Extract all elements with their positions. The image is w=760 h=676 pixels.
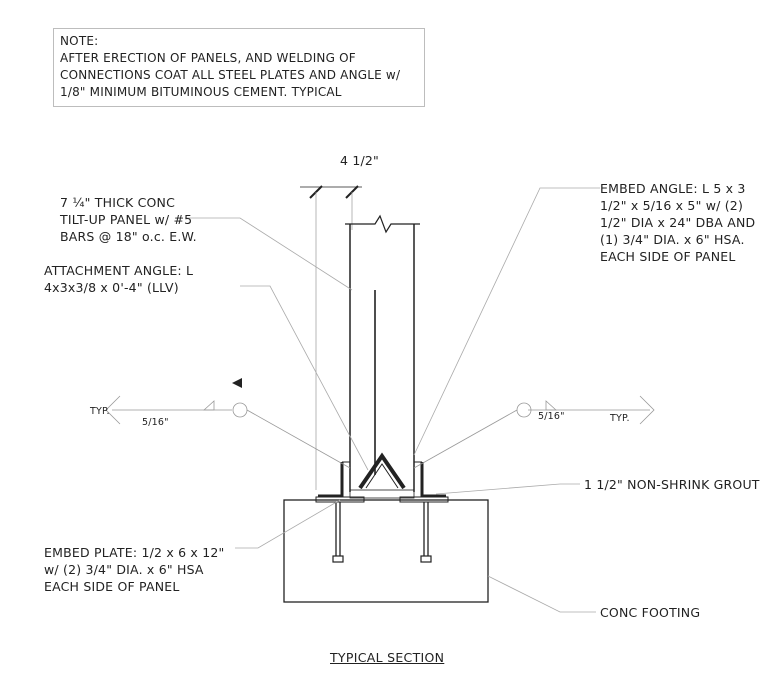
embed-plate-label-line: EACH SIDE OF PANEL — [44, 579, 180, 594]
panel-label-line: TILT-UP PANEL w/ #5 — [60, 212, 193, 227]
note-line: CONNECTIONS COAT ALL STEEL PLATES AND AN… — [60, 68, 401, 82]
weld-tail-left — [105, 395, 121, 425]
embed-angle-label-line: EMBED ANGLE: L 5 x 3 — [600, 181, 746, 196]
leader-panel — [185, 217, 353, 291]
weld-size-left: 5/16" — [142, 417, 169, 428]
embed-plate-label-line: EMBED PLATE: 1/2 x 6 x 12" — [44, 545, 225, 560]
conc-footing — [283, 499, 489, 603]
attachment-angle — [358, 452, 406, 490]
weld-typ-right: TYP. — [610, 413, 630, 424]
footing-label: CONC FOOTING — [600, 605, 701, 620]
grout-bed — [349, 489, 415, 499]
embed-angle-label-line: 1/2" DIA x 24" DBA AND — [600, 215, 756, 230]
grout-label: 1 1/2" NON-SHRINK GROUT — [584, 477, 760, 492]
break-line — [345, 214, 420, 234]
leader-embed-plate — [235, 499, 341, 549]
panel-label-line: BARS @ 18" o.c. E.W. — [60, 229, 197, 244]
weld-all-around-left — [232, 402, 248, 418]
embed-angle-right — [420, 462, 446, 498]
weld-size-right: 5/16" — [538, 411, 565, 422]
note-line: AFTER ERECTION OF PANELS, AND WELDING OF — [60, 51, 356, 65]
leader-footing — [487, 575, 596, 613]
leader-embed-angle — [413, 187, 600, 456]
fillet-weld-symbol-right — [545, 400, 558, 411]
fillet-weld-symbol-left — [202, 400, 215, 411]
dimension-label: 4 1/2" — [340, 153, 379, 168]
weld-tail-right — [639, 395, 655, 425]
attachment-angle-label-line: 4x3x3/8 x 0'-4" (LLV) — [44, 280, 179, 295]
note-line: 1/8" MINIMUM BITUMINOUS CEMENT. TYPICAL — [60, 85, 342, 99]
drawing-title: TYPICAL SECTION — [330, 650, 445, 665]
embed-plate-label-line: w/ (2) 3/4" DIA. x 6" HSA — [44, 562, 204, 577]
weld-typ-left: TYP. — [90, 406, 110, 417]
attachment-angle-label-line: ATTACHMENT ANGLE: L — [44, 263, 194, 278]
note-heading: NOTE: — [60, 34, 99, 48]
leader-attachment-angle — [240, 285, 369, 471]
leader-grout — [435, 483, 580, 495]
attachment-angle-inner — [365, 463, 399, 489]
general-note: NOTE: AFTER ERECTION OF PANELS, AND WELD… — [53, 28, 425, 107]
flag-marker-icon — [232, 378, 242, 388]
embed-angle-left — [318, 462, 344, 498]
panel-label-line: 7 ¼" THICK CONC — [60, 195, 176, 210]
embed-angle-label-line: (1) 3/4" DIA. x 6" HSA. — [600, 232, 745, 247]
embed-angle-label-line: EACH SIDE OF PANEL — [600, 249, 736, 264]
embed-angle-label-line: 1/2" x 5/16 x 5" w/ (2) — [600, 198, 744, 213]
